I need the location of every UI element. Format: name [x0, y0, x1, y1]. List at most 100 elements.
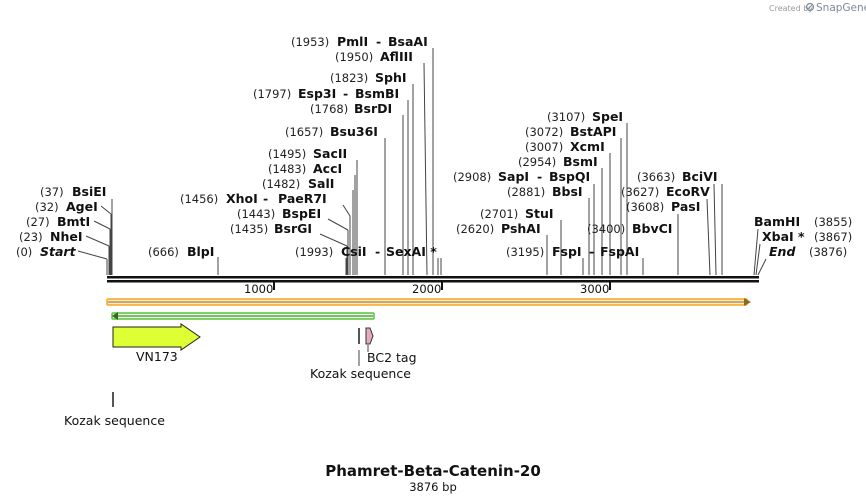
green-feature-span[interactable] [111, 312, 375, 320]
site-pos-xcmi: (3007) [525, 140, 563, 154]
site-name2-pmli[interactable]: BsaAI [388, 34, 428, 49]
site-name-sacii[interactable]: SacII [313, 146, 347, 161]
site-pos-bsiei: (37) [40, 185, 64, 199]
site-name-csii[interactable]: CsiI [341, 244, 367, 259]
site-name2-fspi[interactable]: FspAI [600, 244, 639, 259]
site-sep-pmli: - [376, 34, 381, 49]
site-name-bspei[interactable]: BspEI [282, 206, 321, 221]
bc2-tag-marker-icon [365, 327, 374, 345]
feature-kozak-left[interactable]: Kozak sequence [64, 392, 165, 428]
ruler: 1000 2000 3000 [244, 282, 611, 296]
site-sep-xhoi: - [263, 191, 268, 206]
site-name-pshai[interactable]: PshAI [501, 221, 541, 236]
site-pos-nhei: (23) [19, 230, 43, 244]
site-name-bbvci[interactable]: BbvCI [632, 221, 672, 236]
site-pos-bspei: (1443) [237, 207, 275, 221]
leader-afliii [423, 62, 428, 276]
snapgene-brand: SnapGene [816, 2, 866, 14]
site-name-sali[interactable]: SalI [308, 176, 334, 191]
site-name-bmti[interactable]: BmtI [57, 214, 90, 229]
site-pos-acci: (1483) [268, 162, 306, 176]
site-name-blpi[interactable]: BlpI [187, 244, 214, 259]
snapgene-logo-icon [805, 2, 815, 12]
site-name-bamhi[interactable]: BamHI [754, 214, 800, 229]
plasmid-length: 3876 bp [409, 480, 457, 494]
site-name-start[interactable]: Start [40, 244, 77, 259]
leader-bmti-ext [93, 220, 111, 230]
site-pos-sphi: (1823) [330, 71, 368, 85]
site-pos-blpi: (666) [148, 245, 179, 259]
vn173-arrow-icon [112, 323, 201, 351]
site-name-pmli[interactable]: PmlI [337, 34, 368, 49]
site-pos-end: (3876) [809, 245, 847, 259]
site-pos-bsmi: (2954) [518, 155, 556, 169]
site-pos-ecorv: (3627) [621, 185, 659, 199]
feature-label-kozak-middle: Kozak sequence [310, 366, 411, 381]
leader-start-ext [77, 250, 108, 260]
site-name-stui[interactable]: StuI [525, 206, 554, 221]
site-name-afliii[interactable]: AflIII [380, 49, 413, 64]
site-sep-esp3i: - [343, 86, 348, 101]
site-name-pasi[interactable]: PasI [671, 199, 700, 214]
site-name-fspi[interactable]: FspI [552, 244, 582, 259]
orange-arrow-head-icon [744, 298, 751, 306]
site-sep-csii: - [375, 244, 380, 259]
site-pos-start: (0) [16, 245, 32, 259]
site-name-esp3i[interactable]: Esp3I [298, 86, 336, 101]
site-name-xcmi[interactable]: XcmI [570, 139, 605, 154]
site-name-sapi[interactable]: SapI [498, 169, 529, 184]
site-name-bsrdi[interactable]: BsrDI [354, 101, 392, 116]
feature-vn173[interactable]: VN173 [112, 323, 201, 364]
site-name2-csii[interactable]: SexAI * [386, 244, 437, 259]
site-pos-bbsi: (2881) [507, 185, 545, 199]
site-name-acci[interactable]: AccI [313, 161, 342, 176]
site-name-bsiei[interactable]: BsiEI [72, 184, 106, 199]
leader-nhei-ext [85, 235, 110, 247]
site-pos-xbai: (3867) [814, 230, 852, 244]
ruler-label-3000: 3000 [580, 282, 609, 296]
site-name-bstapi[interactable]: BstAPI [570, 124, 616, 139]
created-by-label: Created by [769, 4, 813, 13]
site-name-nhei[interactable]: NheI [50, 229, 83, 244]
feature-bc2-tag[interactable]: BC2 tag [365, 327, 417, 365]
site-name-bsmi[interactable]: BsmI [563, 154, 598, 169]
kozak-left-marker [112, 392, 114, 407]
feature-label-bc2-tag: BC2 tag [367, 350, 417, 365]
site-pos-bamhi: (3855) [814, 215, 852, 229]
plasmid-title: Phamret-Beta-Catenin-20 [325, 462, 541, 480]
restriction-site-labels: (0) Start (23) NheI (27) BmtI (32) AgeI … [16, 34, 852, 259]
site-pos-sapi: (2908) [453, 170, 491, 184]
site-name-xhoi[interactable]: XhoI [226, 191, 258, 206]
orange-feature-span[interactable] [106, 298, 751, 306]
leader-xhoi-ext [342, 204, 351, 217]
site-name-ecorv[interactable]: EcoRV [666, 184, 710, 199]
site-name2-esp3i[interactable]: BsmBI [355, 86, 399, 101]
site-name-bsu36i[interactable]: Bsu36I [330, 124, 378, 139]
site-name-end[interactable]: End [769, 244, 796, 259]
site-name-bcivi[interactable]: BciVI [682, 169, 718, 184]
site-pos-bsu36i: (1657) [285, 125, 323, 139]
ruler-label-2000: 2000 [412, 282, 441, 296]
site-name-bbsi[interactable]: BbsI [552, 184, 583, 199]
site-leader-lines [77, 48, 767, 276]
leader-xbai [755, 243, 761, 276]
site-pos-esp3i: (1797) [253, 87, 291, 101]
site-name2-xhoi[interactable]: PaeR7I [278, 191, 327, 206]
leader-ecorv [706, 198, 711, 276]
site-name-bsrgi[interactable]: BsrGI [274, 221, 312, 236]
site-name-sphi[interactable]: SphI [375, 70, 407, 85]
backbone-top-strand [107, 276, 759, 279]
site-name-spei[interactable]: SpeI [592, 109, 623, 124]
green-arrow-head-icon [112, 312, 118, 320]
site-name-xbai[interactable]: XbaI * [762, 229, 805, 244]
site-name-agei[interactable]: AgeI [66, 199, 98, 214]
leader-bsrgi-ext [319, 233, 348, 247]
feature-label-vn173: VN173 [136, 349, 178, 364]
feature-kozak-middle[interactable]: Kozak sequence [310, 328, 411, 381]
site-pos-sali: (1482) [262, 177, 300, 191]
ruler-label-1000: 1000 [244, 282, 273, 296]
site-pos-spei: (3107) [547, 110, 585, 124]
site-name2-sapi[interactable]: BspQI [549, 169, 590, 184]
site-pos-afliii: (1950) [335, 50, 373, 64]
